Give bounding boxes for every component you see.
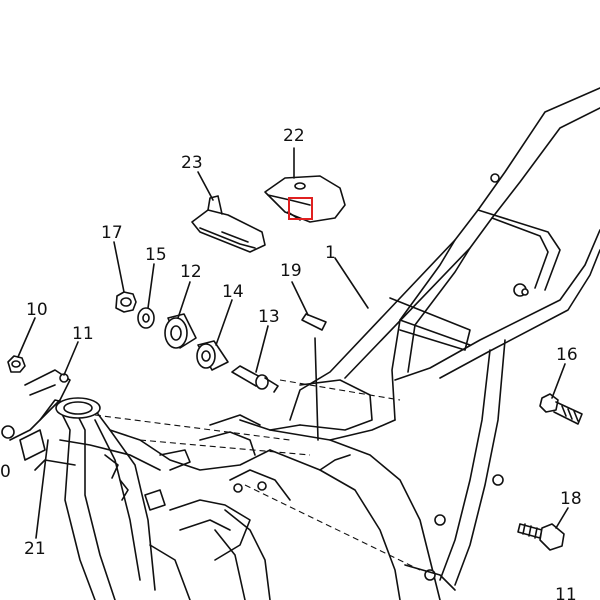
part-13-bolt xyxy=(231,365,279,393)
label-part-21: 21 xyxy=(24,539,46,559)
label-part-14: 14 xyxy=(222,282,244,302)
label-part-17: 17 xyxy=(101,223,123,243)
part-23-clamp-bracket xyxy=(191,195,266,253)
part-labels: 22 23 17 15 12 14 19 1 10 11 13 16 18 21… xyxy=(0,126,582,600)
part-15-washer xyxy=(137,307,155,329)
highlight-marker xyxy=(288,197,313,220)
label-part-0: 0 xyxy=(0,462,11,482)
label-part-11: 11 xyxy=(72,324,94,344)
part-12-bushing xyxy=(164,313,197,349)
label-part-1: 1 xyxy=(325,243,336,263)
part-16-bolt xyxy=(539,393,583,425)
main-frame xyxy=(239,87,600,600)
part-18-bolt xyxy=(517,523,565,551)
label-part-12: 12 xyxy=(180,262,202,282)
label-part-11-bottom: 11 xyxy=(555,585,577,600)
part-10-nut xyxy=(7,355,26,373)
label-part-13: 13 xyxy=(258,307,280,327)
part-14-collar xyxy=(196,340,229,371)
label-part-10: 10 xyxy=(26,300,48,320)
label-part-15: 15 xyxy=(145,245,167,265)
leader-lines xyxy=(17,147,569,539)
label-part-16: 16 xyxy=(556,345,578,365)
alignment-lines xyxy=(94,379,421,571)
label-part-18: 18 xyxy=(560,489,582,509)
left-bracket-assembly xyxy=(1,369,291,600)
label-part-22: 22 xyxy=(283,126,305,146)
part-17-nut xyxy=(115,291,137,313)
label-part-23: 23 xyxy=(181,153,203,173)
part-19-spacer xyxy=(301,313,327,441)
label-part-19: 19 xyxy=(280,261,302,281)
